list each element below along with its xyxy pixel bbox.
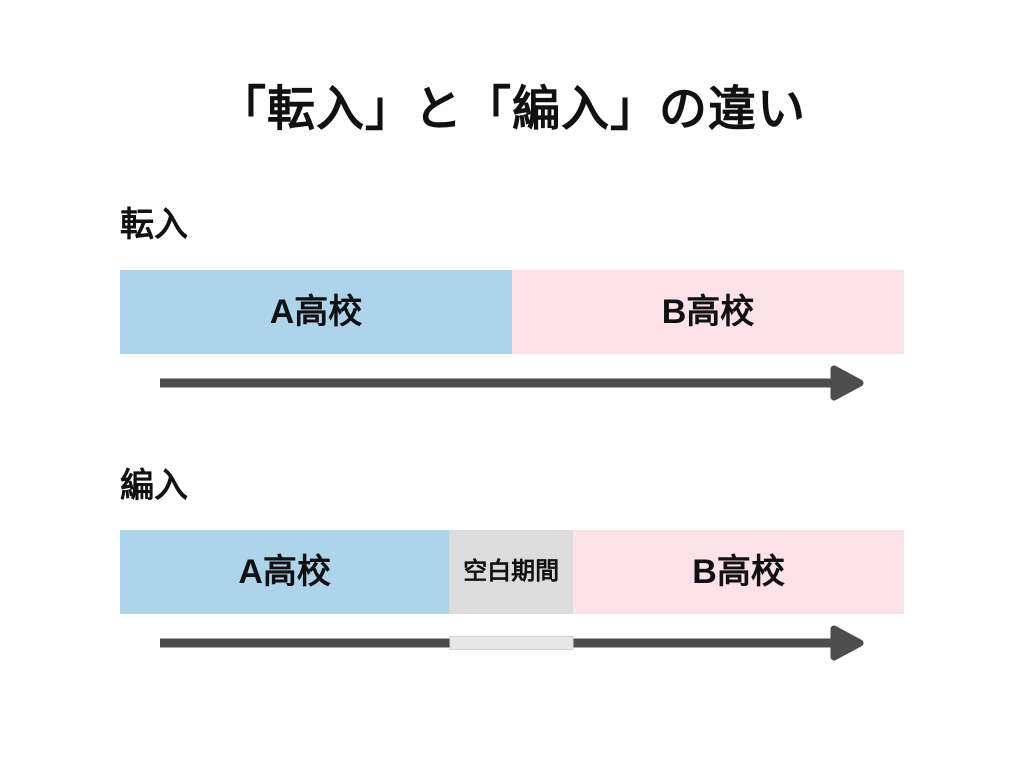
bar-segment-blank-period: 空白期間: [449, 530, 574, 614]
timeline-arrow-tennyu: [160, 365, 864, 401]
arrow-line: [160, 378, 838, 388]
timeline-arrow-hennyu: [160, 625, 864, 661]
arrow-gap-segment: [449, 636, 574, 650]
bar-segment-school-a: A高校: [120, 530, 450, 614]
arrow-head-icon: [830, 365, 864, 401]
section-label-hennyu: 編入: [120, 467, 188, 505]
timeline-bar-tennyu: A高校 B高校: [120, 270, 904, 354]
arrow-head-icon: [830, 625, 864, 661]
page-title: 「転入」と「編入」の違い: [217, 83, 806, 136]
section-label-tennyu: 転入: [120, 206, 188, 244]
bar-segment-school-b: B高校: [573, 530, 904, 614]
bar-segment-school-a: A高校: [120, 270, 512, 354]
bar-segment-school-b: B高校: [512, 270, 904, 354]
timeline-bar-hennyu: A高校 空白期間 B高校: [120, 530, 904, 614]
